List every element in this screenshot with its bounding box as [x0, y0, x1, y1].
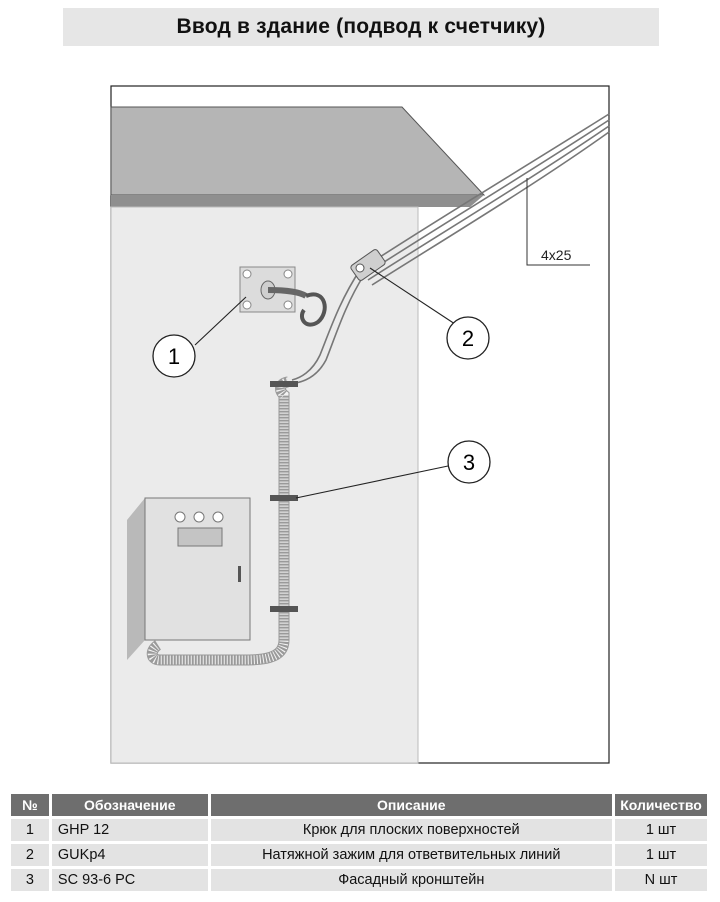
header-quantity: Количество: [615, 794, 707, 816]
table-row: 2 GUKp4 Натяжной зажим для ответвительны…: [11, 844, 707, 866]
row-description: Крюк для плоских поверхностей: [210, 819, 612, 841]
parts-table: № Обозначение Описание Количество 1 GHP …: [8, 791, 710, 894]
row-number: 2: [11, 844, 49, 866]
row-number: 1: [11, 819, 49, 841]
table-row: 3 SC 93-6 PC Фасадный кронштейн N шт: [11, 869, 707, 891]
table-row: 1 GHP 12 Крюк для плоских поверхностей 1…: [11, 819, 707, 841]
table-header-row: № Обозначение Описание Количество: [11, 794, 707, 816]
row-quantity: N шт: [615, 869, 707, 891]
header-description: Описание: [210, 794, 612, 816]
tension-clamp: [350, 249, 386, 281]
callout-leaders: [194, 267, 459, 499]
facade-brackets: [270, 381, 298, 612]
row-code: GUKp4: [51, 844, 208, 866]
row-description: Фасадный кронштейн: [210, 869, 612, 891]
meter-cabinet: [127, 497, 251, 660]
callout-2: 2: [446, 316, 490, 360]
row-number: 3: [11, 869, 49, 891]
svg-text:3: 3: [463, 450, 475, 475]
title-bar: Ввод в здание (подвод к счетчику): [63, 8, 659, 46]
callout-1: 1: [152, 334, 196, 378]
corrugated-conduit: [146, 376, 290, 666]
service-cable: [291, 113, 610, 384]
wall-hook: [239, 266, 327, 327]
row-description: Натяжной зажим для ответвительных линий: [210, 844, 612, 866]
header-number: №: [11, 794, 49, 816]
row-quantity: 1 шт: [615, 819, 707, 841]
header-code: Обозначение: [51, 794, 208, 816]
roof-eave: [111, 195, 484, 207]
page-title: Ввод в здание (подвод к счетчику): [176, 15, 546, 38]
cable-label: 4x25: [541, 247, 572, 263]
row-code: SC 93-6 PC: [51, 869, 208, 891]
svg-text:2: 2: [462, 326, 474, 351]
callout-3: 3: [447, 440, 491, 484]
row-code: GHP 12: [51, 819, 208, 841]
row-quantity: 1 шт: [615, 844, 707, 866]
svg-text:1: 1: [168, 344, 180, 369]
cable-label-leader: [526, 178, 590, 266]
installation-diagram: 4x25: [110, 85, 610, 764]
